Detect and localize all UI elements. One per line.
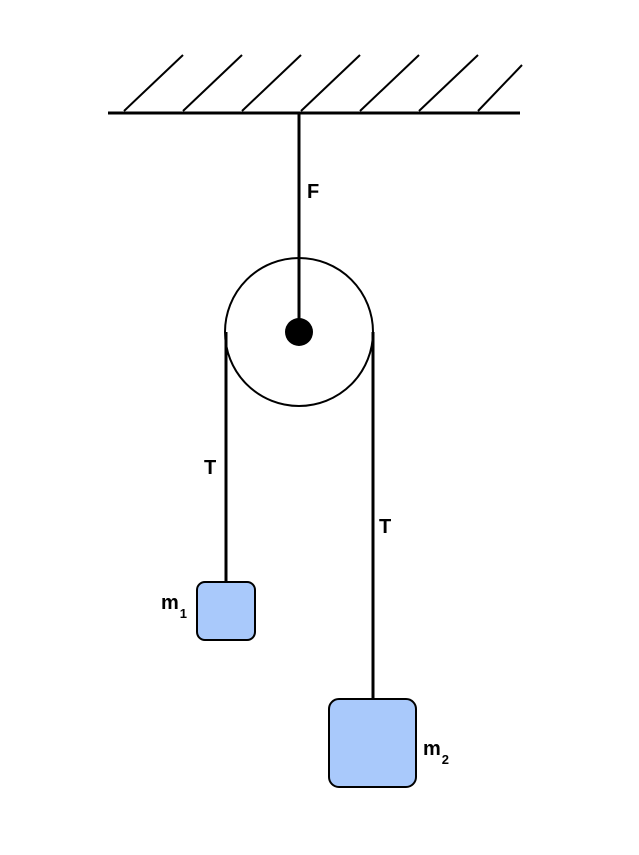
hatch-line bbox=[359, 54, 420, 112]
hatch-line bbox=[418, 54, 479, 112]
force-label: F bbox=[307, 181, 319, 203]
mass-label-1-base: m bbox=[161, 592, 179, 614]
ceiling bbox=[108, 54, 523, 115]
pulley-axle bbox=[285, 318, 313, 346]
mass-block-1 bbox=[196, 581, 256, 641]
tension-label-right: T bbox=[379, 516, 391, 538]
hatch-line bbox=[477, 64, 523, 112]
mass-label-1: m1 bbox=[161, 592, 187, 621]
hatch-line bbox=[182, 54, 243, 112]
tension-label-left: T bbox=[204, 457, 216, 479]
mass-label-2-base: m bbox=[423, 738, 441, 760]
mass-label-2-subscript: 2 bbox=[442, 752, 449, 767]
hatch-line bbox=[300, 54, 361, 112]
ceiling-hatching bbox=[123, 54, 523, 112]
mass-label-1-subscript: 1 bbox=[180, 606, 187, 621]
hatch-line bbox=[241, 54, 302, 112]
hatch-line bbox=[123, 54, 184, 112]
mass-label-2: m2 bbox=[423, 738, 449, 767]
mass-block-2 bbox=[328, 698, 417, 788]
